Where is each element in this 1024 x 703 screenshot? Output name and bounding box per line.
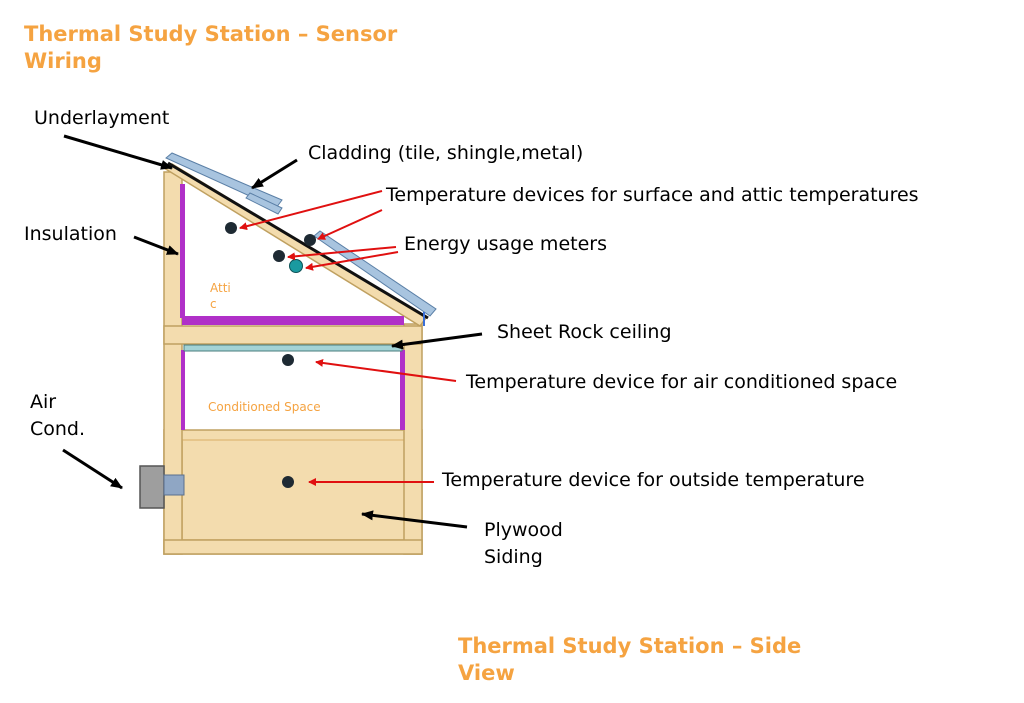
sensor-outside (282, 476, 294, 488)
conditioned-space-label: Conditioned Space (208, 400, 321, 414)
label-insulation: Insulation (24, 223, 117, 245)
label-temp-outside: Temperature device for outside temperatu… (442, 469, 865, 491)
cladding-panel-middle (245, 192, 283, 215)
arrow-energy-1 (287, 246, 397, 261)
underlayment-layer (167, 161, 429, 320)
arrow-underlayment (63, 134, 173, 170)
arrow-air-cond (62, 448, 123, 490)
page-title: Thermal Study Station – Sensor Wiring (24, 21, 397, 75)
label-temp-surface-attic: Temperature devices for surface and atti… (386, 184, 919, 206)
label-underlayment: Underlayment (34, 107, 170, 129)
label-plywood-line-2: Siding (484, 546, 543, 568)
arrow-energy-2 (305, 251, 399, 271)
air-conditioner-unit (139, 465, 165, 509)
sensor-attic-lower (273, 250, 285, 262)
sensor-roof-surface (304, 234, 316, 246)
label-air-cond-line-2: Cond. (30, 418, 86, 440)
page-title-line-1: Thermal Study Station – Sensor (24, 22, 398, 46)
bottom-plate (163, 539, 423, 555)
label-plywood-line-1: Plywood (484, 519, 563, 541)
label-air-cond-line-1: Air (30, 391, 57, 413)
insulation-left-attic (180, 184, 185, 318)
left-wall-stud (163, 171, 183, 555)
label-plywood-siding: Plywood Siding (484, 517, 563, 571)
arrow-sheet-rock (391, 332, 483, 350)
arrow-temp-attic-1 (239, 190, 383, 231)
arrow-insulation (133, 235, 179, 256)
arrow-temp-attic-2 (317, 209, 383, 240)
sheet-rock-ceiling (183, 344, 403, 352)
label-sheet-rock: Sheet Rock ceiling (497, 321, 672, 343)
attic-label-line-2: c (210, 297, 217, 311)
arrow-cladding (251, 158, 298, 190)
label-cladding: Cladding (tile, shingle,metal) (308, 142, 584, 164)
attic-label-line-1: Atti (210, 281, 231, 295)
energy-meter (289, 259, 303, 273)
attic-label: Atti c (210, 280, 231, 312)
sensor-conditioned-space (282, 354, 294, 366)
insulation-attic-floor (182, 316, 404, 325)
plywood-siding-panel (163, 429, 423, 555)
diagram-caption-line-2: View (458, 661, 515, 685)
air-conditioner-duct (163, 474, 185, 496)
label-temp-conditioned: Temperature device for air conditioned s… (466, 371, 898, 393)
sensor-attic-upper (225, 222, 237, 234)
label-energy-meters: Energy usage meters (404, 233, 607, 255)
arrow-plywood (361, 510, 468, 529)
ceiling-joist (163, 325, 423, 345)
arrow-temp-conditioned (315, 358, 457, 382)
page-title-line-2: Wiring (24, 49, 102, 73)
diagram-caption-line-1: Thermal Study Station – Side (458, 634, 802, 658)
insulation-right-wall (400, 350, 405, 430)
diagram-caption: Thermal Study Station – Side View (458, 633, 801, 687)
insulation-left-wall (181, 350, 185, 430)
label-air-cond: Air Cond. (30, 389, 85, 443)
